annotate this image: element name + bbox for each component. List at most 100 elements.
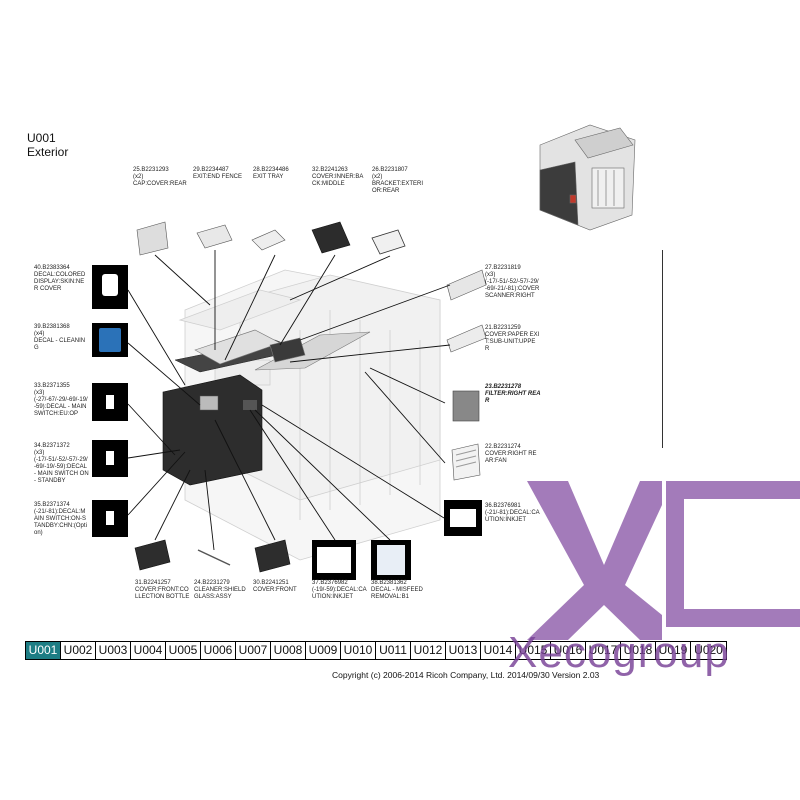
- tab-u002[interactable]: U002: [61, 642, 96, 659]
- part-label-35: 35.B2371374(-21/-81):DECAL:M AIN SWITCH:…: [34, 502, 87, 537]
- part-description: (x3) (-27/-67/-29/-69/-19/ -59):DECAL - …: [34, 390, 88, 417]
- part-description: COVER:RIGHT RE AR:FAN: [485, 451, 537, 464]
- machine-thumbnail: [539, 124, 636, 231]
- part-number: 32.B2241263: [312, 167, 348, 173]
- part-number: 38.B2381362: [371, 580, 407, 586]
- decal-33: [92, 383, 128, 421]
- part-number: 31.B2241257: [135, 580, 171, 586]
- decal-39: [92, 323, 128, 357]
- tab-u001[interactable]: U001: [26, 642, 61, 659]
- tab-u020[interactable]: U020: [691, 642, 726, 659]
- tab-u011[interactable]: U011: [376, 642, 411, 659]
- tab-u010[interactable]: U010: [341, 642, 376, 659]
- front-panel: [162, 339, 301, 486]
- part-label-36: 36.B2376981(-21/-81):DECAL:CA UTION:INKJ…: [485, 503, 540, 524]
- part-number: 30.B2241251: [253, 580, 289, 586]
- part-description: (-21/-81):DECAL:M AIN SWITCH:ON-S TANDBY…: [34, 509, 87, 536]
- tab-u004[interactable]: U004: [131, 642, 166, 659]
- tab-u014[interactable]: U014: [481, 642, 516, 659]
- watermark-text: Xecogroup: [508, 628, 730, 677]
- tab-u013[interactable]: U013: [446, 642, 481, 659]
- part-label-37: 37.B2376982(-19/-59):DECAL:CA UTION:INKJ…: [312, 580, 367, 601]
- part-label-33: 33.B2371355(x3) (-27/-67/-29/-69/-19/ -5…: [34, 383, 88, 418]
- part-description: EXIT TRAY: [253, 174, 284, 180]
- decal-40: [92, 265, 128, 309]
- part-number: 40.B2383364: [34, 265, 70, 271]
- part-description: COVER:FRONT: [253, 587, 297, 593]
- decal-36: [444, 500, 482, 536]
- part-label-26: 26.B2231807(x2) BRACKET:EXTERI OR:REAR: [372, 167, 423, 195]
- page-section-title: Exterior: [27, 145, 69, 159]
- part-number: 25.B2231293: [133, 167, 169, 173]
- part-24-cleaner: [197, 549, 231, 566]
- part-number: 37.B2376982: [312, 580, 348, 586]
- tab-u005[interactable]: U005: [166, 642, 201, 659]
- copyright-text: Copyright (c) 2006-2014 Ricoh Company, L…: [332, 670, 600, 680]
- tab-u015[interactable]: U015: [516, 642, 551, 659]
- part-description: CLEANER:SHIELD GLASS:ASSY: [194, 587, 246, 600]
- part-description: COVER:FRONT:CO LLECTION BOTTLE: [135, 587, 190, 600]
- tab-u018[interactable]: U018: [621, 642, 656, 659]
- part-number: 23.B2231278: [485, 384, 522, 390]
- part-number: 33.B2371355: [34, 383, 70, 389]
- part-number: 36.B2376981: [485, 503, 521, 509]
- part-number: 27.B2231819: [485, 265, 521, 271]
- part-21-cover: [446, 324, 487, 353]
- part-26-bracket: [371, 229, 406, 255]
- part-number: 22.B2231274: [485, 444, 521, 450]
- part-number: 28.B2234486: [253, 167, 289, 173]
- part-32-cover: [311, 221, 351, 254]
- part-28-tray: [251, 229, 286, 251]
- part-number: 35.B2371374: [34, 502, 70, 508]
- part-label-39: 39.B2381368(x4) DECAL - CLEANIN G: [34, 324, 85, 352]
- tab-u006[interactable]: U006: [201, 642, 236, 659]
- tab-u003[interactable]: U003: [96, 642, 131, 659]
- leader-lines: [127, 250, 451, 551]
- part-description: (x3) (-17/-51/-52/-57/-29/ -69/-21/-81):…: [485, 272, 540, 299]
- part-number: 21.B2231259: [485, 325, 521, 331]
- page-code: U001: [27, 131, 56, 145]
- part-description: DECAL - MISFEED REMOVAL:B1: [371, 587, 423, 600]
- part-25-cap: [136, 221, 169, 256]
- tab-u016[interactable]: U016: [551, 642, 586, 659]
- part-31-cover: [134, 539, 171, 571]
- part-label-34: 34.B2371372(x3) (-17/-51/-52/-57/-29/ -6…: [34, 443, 89, 485]
- part-description: COVER:PAPER EXI T:SUB-UNIT:UPPE R: [485, 332, 540, 352]
- part-number: 29.B2234487: [193, 167, 229, 173]
- part-23-filter: [452, 390, 480, 422]
- tab-u007[interactable]: U007: [236, 642, 271, 659]
- part-description: DECAL:COLORED DISPLAY:SKIN:NE R COVER: [34, 272, 86, 292]
- part-number: 26.B2231807: [372, 167, 408, 173]
- tab-u008[interactable]: U008: [271, 642, 306, 659]
- part-30-cover: [254, 539, 291, 573]
- part-description: (x2) BRACKET:EXTERI OR:REAR: [372, 174, 424, 194]
- part-label-25: 25.B2231293(x2) CAP:COVER:REAR: [133, 167, 187, 188]
- part-description: COVER:INNER:BA CK:MIDDLE: [312, 174, 364, 187]
- part-description: (x3) (-17/-51/-52/-57/-29/ -69/-19/-59):…: [34, 450, 89, 484]
- part-description: (-21/-81):DECAL:CA UTION:INKJET: [485, 510, 540, 523]
- part-description: EXIT:END FENCE: [193, 174, 243, 180]
- part-number: 39.B2381368: [34, 324, 70, 330]
- tab-u009[interactable]: U009: [306, 642, 341, 659]
- tab-u019[interactable]: U019: [656, 642, 691, 659]
- exit-unit: [194, 329, 371, 371]
- decal-35: [92, 500, 128, 537]
- part-description: (-19/-59):DECAL:CA UTION:INKJET: [312, 587, 367, 600]
- tab-u012[interactable]: U012: [411, 642, 446, 659]
- part-29-fence: [196, 224, 233, 249]
- divider-line: [662, 250, 663, 448]
- tab-u017[interactable]: U017: [586, 642, 621, 659]
